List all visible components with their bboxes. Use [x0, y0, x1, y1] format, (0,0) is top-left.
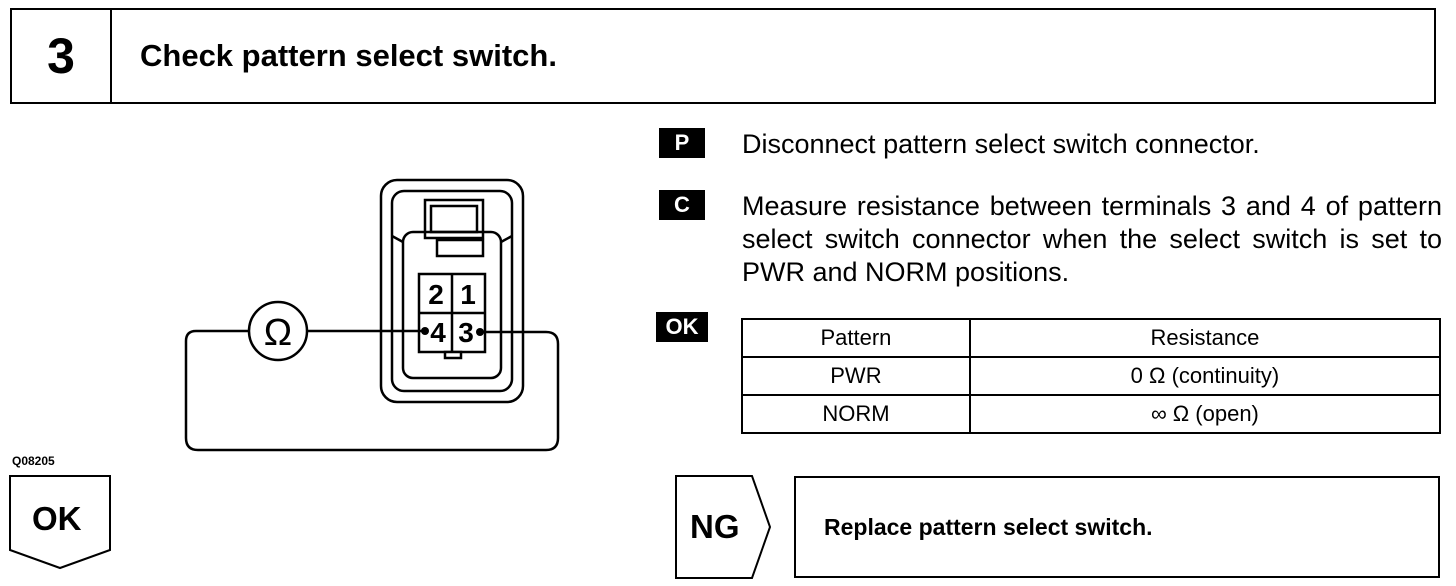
ng-label: NG — [690, 508, 740, 545]
ohmmeter-symbol — [247, 300, 309, 362]
cell-resistance: 0 Ω (continuity) — [968, 356, 1442, 396]
ok-label: OK — [32, 500, 82, 537]
terminal-4: 4 — [430, 317, 446, 348]
tag-c: C — [659, 190, 705, 220]
table-row: NORM ∞ Ω (open) — [741, 394, 1442, 434]
connector-housing — [379, 178, 525, 404]
header-pattern: Pattern — [741, 318, 971, 358]
step-measure: Measure resistance between terminals 3 a… — [742, 191, 1442, 287]
tag-ok: OK — [656, 312, 708, 342]
ng-action-text: Replace pattern select switch. — [824, 513, 1153, 540]
terminal-1: 1 — [460, 279, 476, 310]
probe-wires — [184, 329, 560, 452]
step-header: 3 Check pattern select switch. — [10, 8, 1436, 104]
ohm-icon: Ω — [264, 312, 292, 354]
ok-arrow-shape — [9, 475, 111, 570]
step-title: Check pattern select switch. — [140, 38, 557, 73]
resistance-table: Pattern Resistance PWR 0 Ω (continuity) … — [741, 318, 1442, 434]
probe-dot-terminal-3 — [476, 328, 484, 336]
terminal-2: 2 — [428, 279, 444, 310]
figure-code: Q08205 — [12, 454, 55, 468]
cell-resistance: ∞ Ω (open) — [968, 394, 1442, 434]
header-resistance: Resistance — [968, 318, 1442, 358]
table-header-row: Pattern Resistance — [741, 318, 1442, 358]
ng-arrow-shape — [675, 475, 772, 579]
table-row: PWR 0 Ω (continuity) — [741, 356, 1442, 396]
cell-pattern: PWR — [741, 356, 971, 396]
terminal-3: 3 — [458, 317, 474, 348]
ng-action-box: Replace pattern select switch. — [794, 476, 1440, 578]
step-disconnect: Disconnect pattern select switch connect… — [742, 129, 1260, 159]
probe-dot-terminal-4 — [421, 327, 429, 335]
step-number: 3 — [12, 10, 112, 102]
tag-p: P — [659, 128, 705, 158]
cell-pattern: NORM — [741, 394, 971, 434]
terminal-grid — [417, 272, 487, 360]
